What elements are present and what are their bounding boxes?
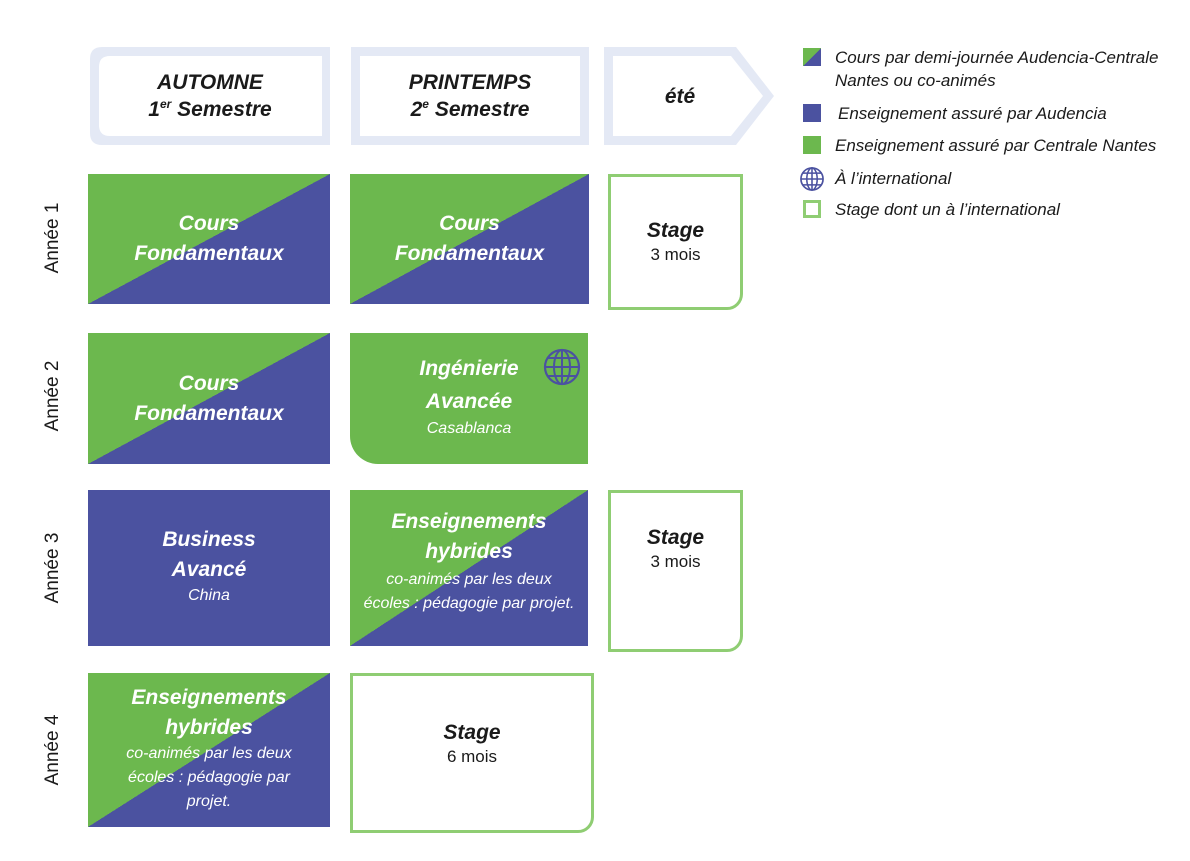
y2-spring-cell: Ingénierie Avancée Casablanca	[350, 333, 588, 464]
legend-swatch-diagonal	[803, 48, 821, 66]
cell-location: China	[188, 587, 230, 604]
legend-label: Enseignement assuré par Audencia	[838, 104, 1107, 123]
legend-label: Enseignement assuré par Centrale Nantes	[835, 136, 1157, 155]
autumn-semester: 1er Semestre	[148, 97, 272, 121]
cell-desc: écoles : pédagogie par projet.	[363, 595, 575, 612]
cell-title: Cours	[439, 212, 500, 235]
stage-duration: 6 mois	[446, 747, 498, 766]
cell-desc: co-animés par les deux	[126, 745, 292, 762]
cell-title: Ingénierie	[419, 356, 519, 380]
cell-location: Casablanca	[426, 419, 512, 437]
stage-duration: 3 mois	[650, 245, 701, 264]
cell-title: Cours	[178, 212, 240, 235]
y2-autumn-cell: Cours Fondamentaux	[88, 333, 330, 464]
autumn-title: AUTOMNE	[157, 71, 263, 94]
cell-title: Fondamentaux	[134, 242, 284, 265]
legend-swatch-stage	[803, 200, 821, 218]
legend-label: Stage dont un à l’international	[835, 200, 1060, 219]
legend-item-coanimated: Cours par demi-journée Audencia-Centrale…	[803, 46, 1165, 92]
cell-title: Avancé	[171, 558, 247, 581]
y3-autumn-cell: Business Avancé China	[88, 490, 330, 646]
year-label-1: Année 1	[42, 202, 63, 274]
y3-summer-stage: Stage 3 mois	[608, 490, 743, 652]
y1-summer-stage: Stage 3 mois	[608, 174, 743, 310]
stage-title: Stage	[443, 721, 501, 744]
legend-item-audencia: Enseignement assuré par Audencia	[803, 102, 1168, 125]
stage-title: Stage	[646, 219, 705, 242]
legend-item-centrale: Enseignement assuré par Centrale Nantes	[803, 134, 1165, 157]
cell-title: Enseignements	[391, 510, 547, 533]
legend-label: À l’international	[835, 169, 952, 188]
legend-item-stage: Stage dont un à l’international	[803, 198, 1165, 221]
cell-desc: co-animés par les deux	[386, 571, 552, 588]
legend-label: Cours par demi-journée Audencia-Centrale	[835, 48, 1159, 67]
y1-spring-cell: Cours Fondamentaux	[350, 174, 589, 304]
cell-title: Fondamentaux	[134, 401, 284, 425]
stage-duration: 3 mois	[650, 552, 701, 571]
cell-title: Enseignements	[131, 686, 287, 709]
stage-title: Stage	[646, 526, 705, 549]
summer-title: été	[664, 84, 696, 108]
header-summer: été	[600, 43, 780, 149]
cell-title: Business	[162, 528, 256, 551]
year-label-4: Année 4	[42, 714, 63, 786]
cell-title: hybrides	[425, 540, 513, 563]
cell-title: Cours	[178, 371, 240, 395]
y1-autumn-cell: Cours Fondamentaux	[88, 174, 330, 304]
y4-autumn-cell: Enseignements hybrides co-animés par les…	[88, 673, 330, 827]
y3-spring-cell: Enseignements hybrides co-animés par les…	[350, 490, 588, 646]
legend-swatch-blue	[803, 104, 821, 122]
spring-title: PRINTEMPS	[408, 71, 532, 94]
legend-label: Nantes ou co-animés	[835, 71, 996, 90]
cell-desc: écoles : pédagogie par	[128, 769, 290, 786]
legend-item-international: À l’international	[799, 166, 1165, 192]
year-label-3: Année 3	[42, 532, 63, 604]
cell-desc: projet.	[186, 793, 232, 810]
cell-title: hybrides	[165, 716, 253, 739]
legend-swatch-green	[803, 136, 821, 154]
globe-icon	[543, 348, 581, 386]
header-autumn: AUTOMNE 1er Semestre	[84, 43, 336, 149]
y4-spring-stage: Stage 6 mois	[350, 673, 594, 833]
year-label-2: Année 2	[42, 360, 63, 432]
cell-title: Fondamentaux	[394, 242, 545, 265]
spring-semester: 2e Semestre	[410, 97, 530, 121]
globe-icon	[800, 167, 824, 191]
cell-title: Avancée	[425, 389, 513, 413]
header-spring: PRINTEMPS 2e Semestre	[347, 43, 593, 149]
